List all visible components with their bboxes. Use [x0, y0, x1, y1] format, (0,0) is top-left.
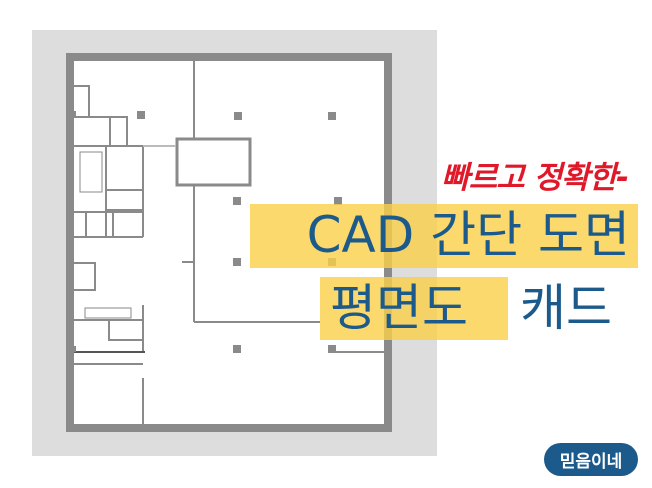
tagline: 빠르고 정확한-	[441, 160, 629, 196]
headline-line2-highlight: 평면도	[330, 279, 468, 337]
brand-badge: 믿음이네	[544, 443, 638, 476]
headline-line2-rest: 캐드	[520, 279, 612, 337]
highlight-line1	[250, 204, 638, 268]
highlight-line2	[320, 277, 508, 340]
interior-walls	[74, 61, 384, 424]
headline-line1: CAD 간단 도면	[306, 206, 630, 264]
